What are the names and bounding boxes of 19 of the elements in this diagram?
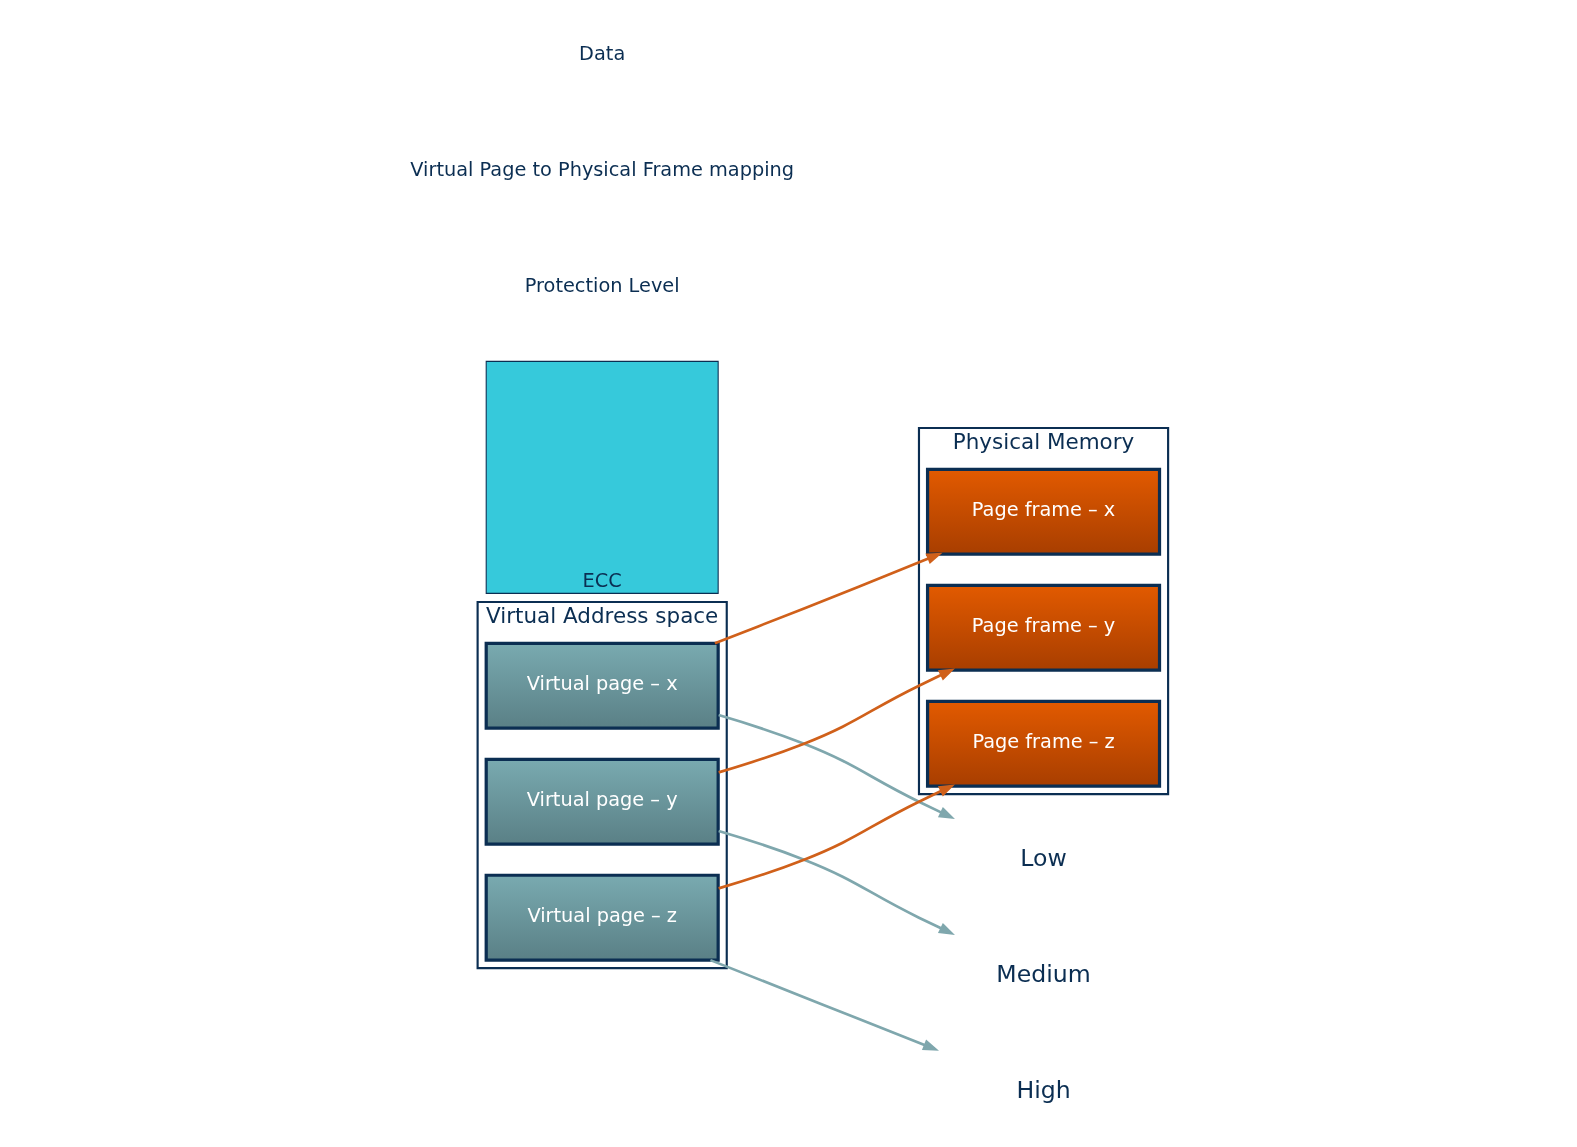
node-box: Page frame – z — [925, 699, 1162, 788]
node-text: Low — [1020, 843, 1067, 872]
label: Data — [579, 42, 626, 66]
arrow — [718, 668, 955, 774]
node-box: Virtual page – z — [484, 873, 720, 962]
arrow — [718, 784, 955, 890]
label: Virtual Page to Physical Frame mapping — [410, 158, 795, 182]
node-box: Page frame – x — [925, 467, 1162, 556]
label: Protection Level — [524, 274, 680, 298]
node-box: Page frame – y — [925, 583, 1162, 672]
arrow — [709, 958, 939, 1051]
node-box: Virtual page – x — [484, 641, 720, 730]
arrow — [714, 552, 943, 645]
node-box: ECC — [485, 360, 719, 594]
node-box: Virtual page – y — [484, 757, 720, 846]
node-text: High — [1016, 1075, 1071, 1104]
arrow — [718, 829, 955, 935]
node-text: Medium — [996, 959, 1091, 988]
arrow — [718, 713, 955, 819]
